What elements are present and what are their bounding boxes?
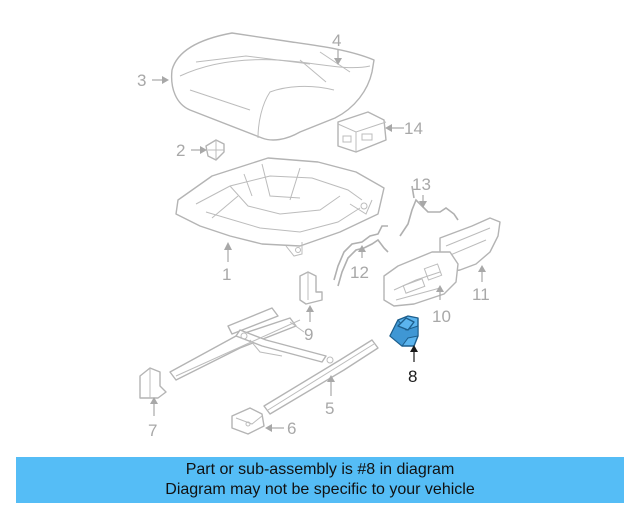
callout-label-7: 7	[148, 421, 157, 440]
callout-7[interactable]: 7	[148, 397, 158, 440]
callout-label-11: 11	[472, 285, 490, 304]
parts-diagram: 1 2 3 4 5 6 7 8 9 10	[137, 31, 501, 440]
banner-line-part-number: Part or sub-assembly is #8 in diagram	[185, 461, 455, 478]
wire-part[interactable]	[399, 185, 459, 237]
callout-label-4: 4	[332, 31, 341, 50]
banner-line-disclaimer: Diagram may not be specific to your vehi…	[165, 481, 475, 498]
fastener-part[interactable]	[205, 139, 225, 161]
callout-5[interactable]: 5	[325, 375, 335, 418]
seat-frame-part[interactable]	[175, 157, 385, 257]
callout-label-3: 3	[137, 71, 146, 90]
callout-label-14: 14	[404, 119, 423, 138]
callout-1[interactable]: 1	[222, 242, 232, 284]
callout-3[interactable]: 3	[137, 71, 169, 90]
info-banner: Part or sub-assembly is #8 in diagram Di…	[16, 457, 624, 503]
track-cover-part[interactable]	[231, 407, 265, 435]
callout-label-8: 8	[408, 367, 417, 386]
callout-8[interactable]: 8	[408, 345, 418, 386]
callout-14[interactable]: 14	[385, 119, 423, 138]
callout-label-5: 5	[325, 399, 334, 418]
callout-10[interactable]: 10	[432, 285, 451, 326]
callout-label-1: 1	[222, 265, 231, 284]
callout-label-2: 2	[176, 141, 185, 160]
callout-2[interactable]: 2	[176, 141, 207, 160]
seat-track-part[interactable]	[169, 307, 379, 415]
callout-label-6: 6	[287, 419, 296, 438]
callout-4[interactable]: 4	[332, 31, 342, 65]
switch-panel-part[interactable]	[383, 251, 459, 307]
highlighted-part-8[interactable]	[389, 315, 419, 347]
callout-label-9: 9	[304, 325, 313, 344]
callout-11[interactable]: 11	[472, 265, 490, 304]
cable-part[interactable]	[333, 225, 389, 287]
callout-12[interactable]: 12	[350, 245, 369, 282]
callout-13[interactable]: 13	[412, 175, 431, 208]
callout-label-12: 12	[350, 263, 369, 282]
seat-cushion-part[interactable]	[170, 32, 375, 141]
callout-6[interactable]: 6	[265, 419, 296, 438]
callout-9[interactable]: 9	[304, 305, 314, 344]
control-module-part[interactable]	[337, 111, 387, 153]
callout-label-10: 10	[432, 307, 451, 326]
riser-bracket-part[interactable]	[139, 367, 167, 399]
bracket-part[interactable]	[299, 271, 323, 305]
callout-label-13: 13	[412, 175, 431, 194]
